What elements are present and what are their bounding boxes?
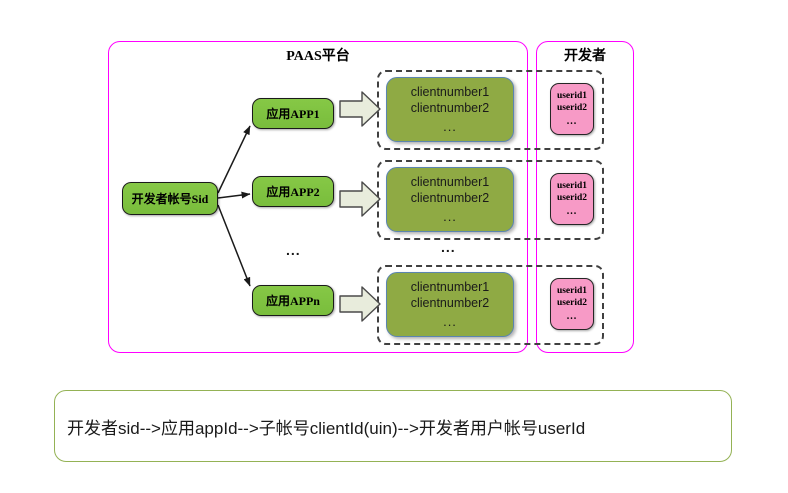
node-clientnumbers-3[interactable]: clientnumber1 clientnumber2 ... (386, 272, 514, 337)
client-line-1: clientnumber1 (410, 279, 490, 294)
client-ellipsis: ... (443, 118, 457, 134)
user-line-1: userid1 (556, 90, 588, 101)
group-frame-paas (108, 41, 528, 353)
user-line-2: userid2 (556, 193, 588, 203)
user-line-1: userid1 (556, 180, 588, 191)
client-line-2: clientnumber2 (410, 101, 490, 116)
user-line-2: userid2 (556, 298, 588, 308)
ellipsis-apps-continuation: ... (286, 242, 301, 258)
client-line-2: clientnumber2 (410, 296, 490, 311)
node-app-n[interactable]: 应用APPn (252, 285, 334, 316)
node-app-1[interactable]: 应用APP1 (252, 98, 334, 129)
node-clientnumbers-1[interactable]: clientnumber1 clientnumber2 ... (386, 77, 514, 142)
caption-text: 开发者sid-->应用appId-->子帐号clientId(uin)-->开发… (67, 418, 586, 438)
block-arrow-3 (339, 286, 381, 322)
node-clientnumbers-2[interactable]: clientnumber1 clientnumber2 ... (386, 167, 514, 232)
user-ellipsis: ... (566, 206, 578, 218)
ellipsis-clients-continuation: ... (441, 239, 456, 255)
group-title-developer: 开发者 (564, 49, 606, 64)
client-line-2: clientnumber2 (410, 191, 490, 206)
user-line-2: userid2 (556, 103, 588, 113)
node-label: 应用APP1 (266, 107, 320, 121)
node-userids-3[interactable]: userid1 userid2 ... (550, 278, 594, 330)
node-label: 开发者帐号Sid (131, 192, 209, 206)
node-developer-sid[interactable]: 开发者帐号Sid (122, 182, 218, 215)
block-arrow-2 (339, 181, 381, 217)
group-title-paas: PAAS平台 (286, 49, 350, 64)
group-frame-developer (536, 41, 634, 353)
node-label: 应用APP2 (266, 185, 320, 199)
node-label: 应用APPn (265, 294, 320, 308)
client-ellipsis: ... (443, 313, 457, 329)
client-line-1: clientnumber1 (410, 174, 490, 189)
client-ellipsis: ... (443, 208, 457, 224)
node-userids-1[interactable]: userid1 userid2 ... (550, 83, 594, 135)
block-arrow-1 (339, 91, 381, 127)
user-ellipsis: ... (566, 311, 578, 323)
user-ellipsis: ... (566, 116, 578, 128)
client-line-1: clientnumber1 (410, 84, 490, 99)
user-line-1: userid1 (556, 285, 588, 296)
caption-box: 开发者sid-->应用appId-->子帐号clientId(uin)-->开发… (54, 390, 732, 462)
node-app-2[interactable]: 应用APP2 (252, 176, 334, 207)
node-userids-2[interactable]: userid1 userid2 ... (550, 173, 594, 225)
